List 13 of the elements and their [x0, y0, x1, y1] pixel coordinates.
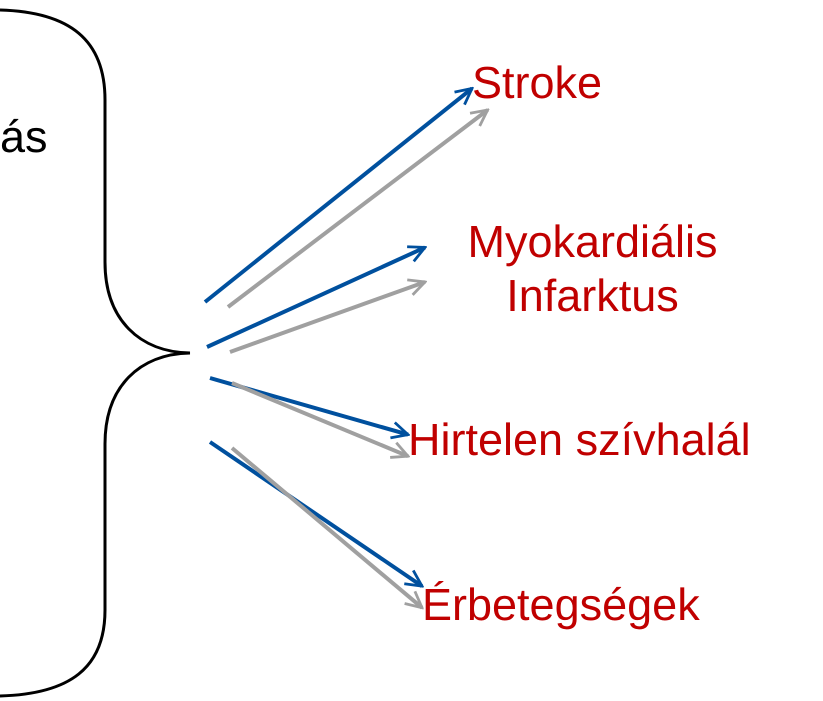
outcome-label: Érbetegségek [422, 578, 700, 632]
arrow [229, 278, 426, 354]
outcome-label: Hirtelen szívhalál [408, 413, 751, 467]
cut-off-text: ás [0, 110, 48, 164]
outcome-label: Myokardiális Infarktus [425, 215, 760, 323]
arrow [230, 446, 424, 610]
arrow [206, 245, 426, 349]
arrow [209, 376, 410, 440]
outcome-label: Stroke [472, 56, 602, 110]
arrow [226, 108, 489, 309]
arrow [231, 381, 410, 459]
arrow [208, 440, 424, 588]
arrow [204, 86, 474, 304]
